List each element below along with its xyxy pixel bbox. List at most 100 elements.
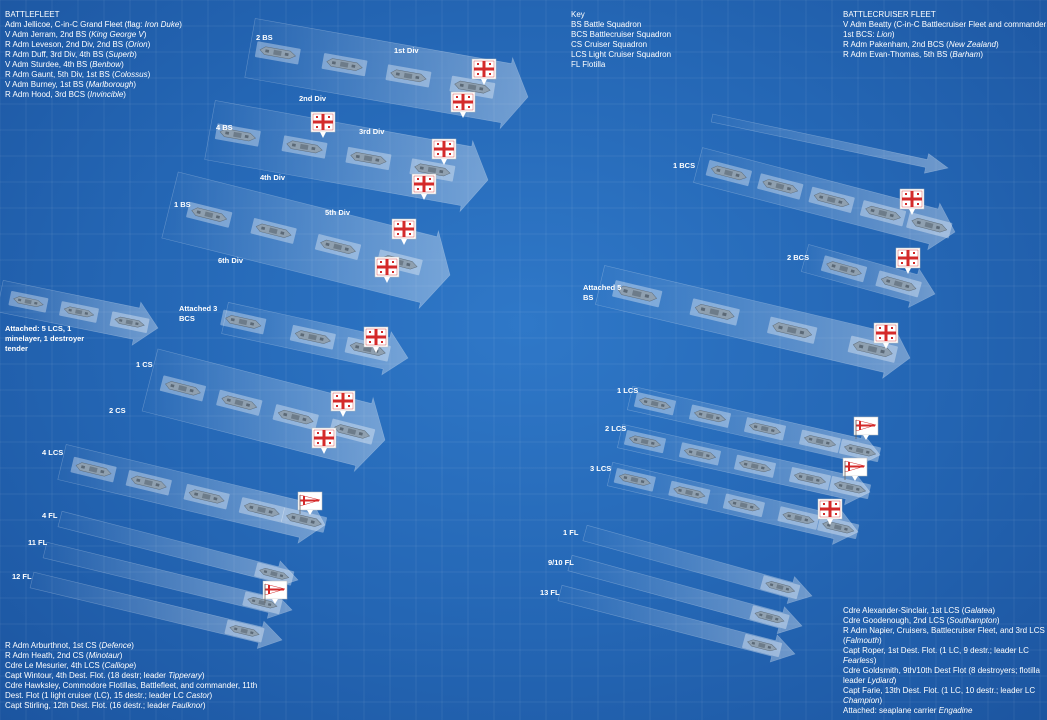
warship-icon: [829, 476, 871, 500]
warship-icon: [238, 497, 285, 523]
label-1fl: 1 FL: [563, 528, 579, 537]
warship-icon: [220, 309, 267, 335]
arrow-band: [29, 571, 283, 649]
battlefleet-title: BATTLEFLEET: [5, 10, 60, 19]
label-4th-div: 4th Div: [260, 173, 286, 182]
label-1cs: 1 CS: [136, 360, 153, 369]
warship-icon: [329, 418, 376, 445]
key-item: BS Battle Squadron: [571, 20, 642, 29]
battlecruiser-commanders: BATTLECRUISER FLEET V Adm Beatty (C-in-C…: [843, 10, 1046, 60]
label-1bs: 1 BS: [174, 200, 191, 209]
warship-icon: [760, 575, 801, 600]
commander-line: Adm Jellicoe, C-in-C Grand Fleet (flag: …: [5, 20, 182, 29]
commander-line: R Adm Leveson, 2nd Div, 2nd BS (Orion): [5, 40, 151, 49]
arrow-band: [42, 541, 293, 619]
warship-icon: [624, 430, 666, 454]
commander-line: Cdre Goldsmith, 9th/10th Dest Flot (8 de…: [843, 666, 1040, 675]
label-4lcs: 4 LCS: [42, 448, 64, 457]
warship-icon: [272, 404, 319, 431]
warship-icon: [242, 591, 283, 615]
commander-line: R Adm Evan-Thomas, 5th BS (Barham): [843, 50, 984, 59]
ensign-flag-icon: [297, 491, 323, 515]
warship-icon: [906, 212, 953, 239]
label-11fl: 11 FL: [28, 538, 48, 547]
bottom-left-commanders: R Adm Arburthnot, 1st CS (Defence)R Adm …: [5, 641, 257, 711]
warship-icon: [344, 336, 391, 362]
commander-line: Cdre Le Mesurier, 4th LCS (Calliope): [5, 661, 137, 670]
warship-icon: [668, 480, 711, 505]
commander-line: Champion): [843, 696, 883, 705]
warship-icon: [250, 218, 297, 244]
key-item: LCS Light Cruiser Squadron: [571, 50, 672, 59]
warship-icon: [808, 186, 855, 213]
command-flag-icon: [895, 247, 921, 274]
warship-icon: [734, 454, 776, 478]
bottom-right-commanders: Cdre Alexander-Sinclair, 1st LCS (Galate…: [843, 606, 1045, 716]
warship-icon: [612, 280, 663, 308]
commander-line: V Adm Jerram, 2nd BS (King George V): [5, 30, 147, 39]
label-5th-div: 5th Div: [325, 208, 351, 217]
commander-line: (Falmouth): [843, 636, 882, 645]
warship-icon: [689, 404, 731, 428]
commander-line: R Adm Hood, 3rd BCS (Invincible): [5, 90, 126, 99]
battlefleet-commanders: BATTLEFLEET Adm Jellicoe, C-in-C Grand F…: [5, 10, 182, 100]
command-flag-icon: [431, 138, 457, 165]
command-flag-icon: [873, 322, 899, 349]
commander-line: V Adm Sturdee, 4th BS (Benbow): [5, 60, 124, 69]
warship-icon: [875, 270, 922, 298]
warship-icon: [820, 255, 868, 283]
commander-line: Dest. Flot (1 light cruiser (LC), 15 des…: [5, 691, 213, 700]
warship-icon: [183, 483, 230, 510]
warship-icon: [214, 123, 261, 147]
commander-line: R Adm Arburthnot, 1st CS (Defence): [5, 641, 134, 650]
warship-icon: [125, 470, 172, 496]
arrow-band: [557, 584, 796, 663]
commander-line: Capt Farie, 13th Dest. Flot. (1 LC, 10 d…: [843, 686, 1036, 695]
warship-icon: [789, 467, 831, 491]
warship-icon: [634, 392, 676, 416]
label-4bs: 4 BS: [216, 123, 233, 132]
label-9-10fl: 9/10 FL: [548, 558, 574, 567]
label-13fl: 13 FL: [540, 588, 560, 597]
commander-line: Cdre Alexander-Sinclair, 1st LCS (Galate…: [843, 606, 996, 615]
commander-line: Capt Wintour, 4th Dest. Flot. (18 destr;…: [5, 671, 205, 680]
label-attached-5lcs: Attached: 5 LCS, 1 minelayer, 1 destroye…: [5, 324, 85, 353]
commander-line: Cdre Hawksley, Commodore Flotillas, Batt…: [5, 681, 258, 690]
commander-line: Cdre Goodenough, 2nd LCS (Southampton): [843, 616, 1000, 625]
commander-line: V Adm Beatty (C-in-C Battlecruiser Fleet…: [843, 20, 1047, 29]
label-2nd-div: 2nd Div: [299, 94, 327, 103]
warship-icon: [224, 619, 265, 643]
warship-icon: [254, 41, 301, 65]
command-flag-icon: [311, 427, 337, 454]
warship-icon: [321, 53, 368, 77]
arrow-band: [582, 524, 813, 605]
commander-line: R Adm Duff, 3rd Div, 4th BS (Superb): [5, 50, 137, 59]
warship-icon: [744, 417, 786, 441]
commander-line: R Adm Gaunt, 5th Div, 1st BS (Colossus): [5, 70, 151, 79]
warship-icon: [817, 515, 860, 540]
ensign-flag-icon: [842, 457, 868, 481]
warship-icon: [859, 200, 907, 227]
label-attached-3bcs: Attached 3 BCS: [179, 304, 218, 323]
warship-icon: [742, 633, 783, 658]
warship-icon: [8, 291, 49, 313]
label-3lcs: 3 LCS: [590, 464, 612, 473]
warship-icon: [70, 456, 117, 483]
label-1bcs: 1 BCS: [673, 161, 696, 170]
commander-line: R Adm Pakenham, 2nd BCS (New Zealand): [843, 40, 999, 49]
warship-icon: [385, 64, 432, 88]
warship-icon: [839, 438, 881, 463]
arrow-band: [710, 113, 949, 174]
commander-line: V Adm Burney, 1st BS (Marlborough): [5, 80, 137, 89]
ensign-flag-icon: [853, 416, 879, 440]
warship-icon: [281, 135, 328, 159]
warship-icon: [159, 375, 206, 402]
warship-icon: [679, 442, 721, 466]
command-flag-icon: [411, 173, 437, 200]
warship-icon: [767, 316, 818, 344]
warship-icon: [109, 311, 150, 333]
label-2lcs: 2 LCS: [605, 424, 627, 433]
label-12fl: 12 FL: [12, 572, 32, 581]
